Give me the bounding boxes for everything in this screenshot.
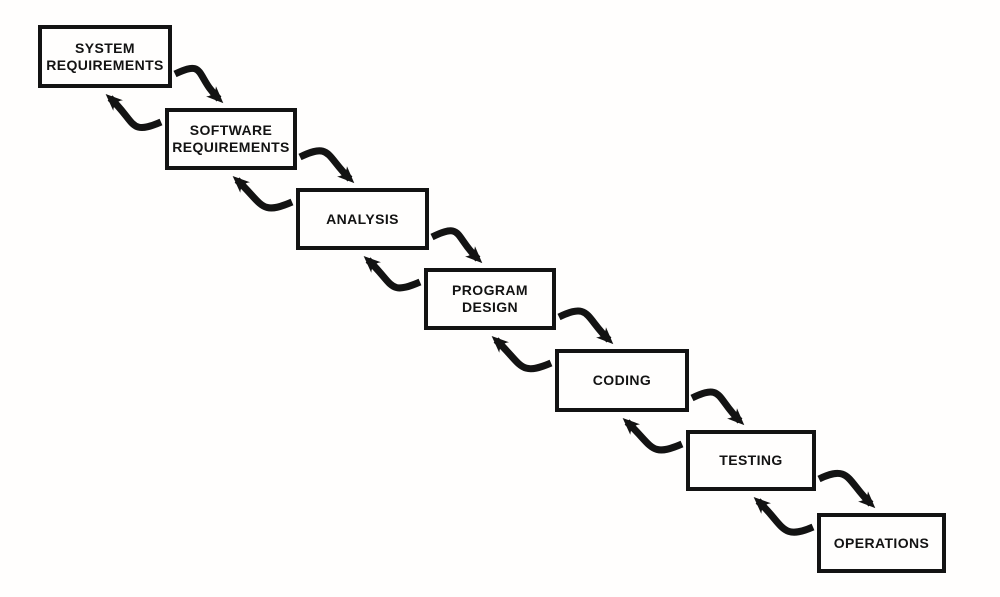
forward-arrow-software-requirements-to-analysis [298,147,355,184]
forward-arrow-analysis-to-program-design [430,227,483,264]
node-coding: CODING [555,349,689,412]
node-label-testing: TESTING [719,452,783,469]
feedback-arrow-operations-to-testing [753,496,815,536]
forward-arrow-system-requirements-to-software-requirements [173,64,224,104]
node-label-operations: OPERATIONS [833,534,930,551]
node-operations: OPERATIONS [817,513,946,573]
arrows-group [105,64,876,536]
forward-arrow-program-design-to-coding [557,307,614,345]
feedback-arrow-program-design-to-analysis [363,255,422,292]
forward-arrow-testing-to-operations [817,469,876,509]
node-system-requirements: SYSTEM REQUIREMENTS [38,25,172,88]
forward-arrow-coding-to-testing [690,388,745,426]
node-program-design: PROGRAM DESIGN [424,268,556,330]
feedback-arrow-coding-to-program-design [491,335,553,373]
node-label-coding: CODING [592,372,652,389]
feedback-arrow-testing-to-coding [622,417,684,454]
node-label-program-design: PROGRAM DESIGN [452,282,528,315]
node-label-analysis: ANALYSIS [326,210,399,227]
node-software-requirements: SOFTWARE REQUIREMENTS [165,108,297,170]
feedback-arrow-analysis-to-software-requirements [232,175,294,212]
node-label-software-requirements: SOFTWARE REQUIREMENTS [172,122,290,155]
feedback-arrow-software-requirements-to-system-requirements [105,93,163,132]
node-label-system-requirements: SYSTEM REQUIREMENTS [46,39,164,73]
node-testing: TESTING [686,430,816,491]
node-analysis: ANALYSIS [296,188,429,250]
